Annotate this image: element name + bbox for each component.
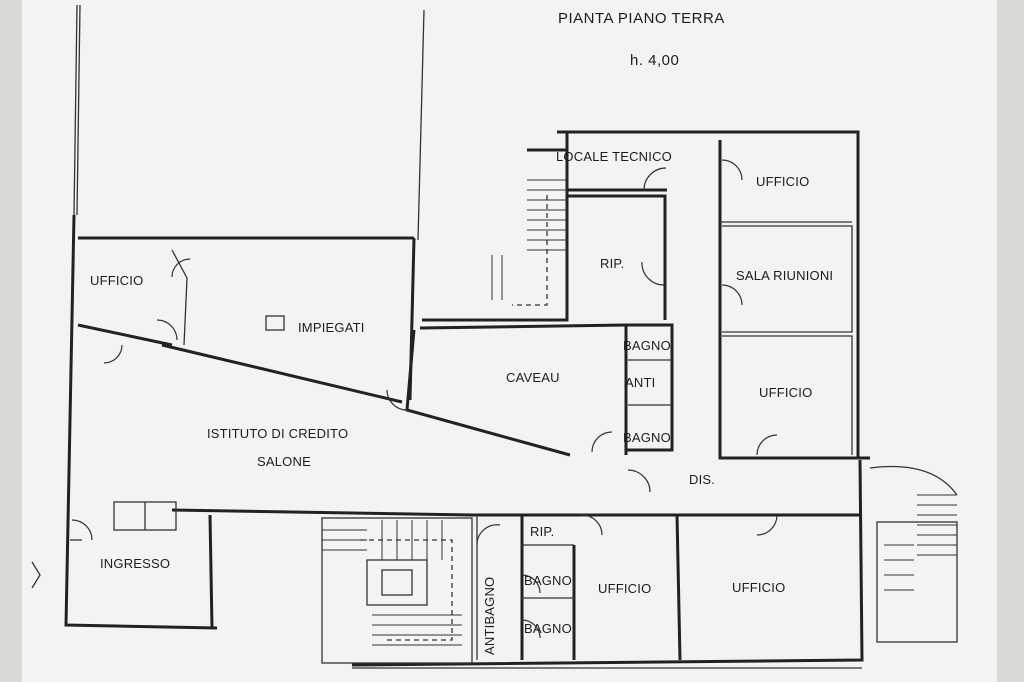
room-ufficio-bottom-1: UFFICIO [598, 581, 652, 596]
room-istituto: ISTITUTO DI CREDITO [207, 426, 349, 441]
door-ufficio-top-right [721, 159, 743, 181]
stair-lower-treads [322, 520, 462, 646]
floor-plan-sheet: PIANTA PIANO TERRA h. 4,00 LOCALE TECNIC… [22, 0, 997, 682]
wall-dis-lower [171, 508, 862, 517]
plan-title: PIANTA PIANO TERRA [558, 10, 725, 27]
wall-caveau-left [405, 329, 571, 457]
floor-plan-drawing [31, 4, 958, 669]
lift-box [366, 559, 428, 606]
room-locale-tecnico: LOCALE TECNICO [556, 149, 672, 164]
room-rip-upper: RIP. [600, 256, 625, 271]
wall-left-outer [64, 214, 218, 630]
room-salone: SALONE [257, 454, 311, 469]
door-bagno-3 [521, 574, 541, 594]
room-ingresso: INGRESSO [100, 556, 171, 571]
room-dis: DIS. [689, 472, 716, 487]
room-bagno-2: BAGNO [623, 430, 671, 445]
wall-ufficio-mid [722, 335, 853, 455]
room-ufficio-top-right: UFFICIO [756, 174, 810, 189]
room-caveau: CAVEAU [506, 370, 560, 385]
wall-ufficio-left [77, 323, 173, 347]
stair-right-curve [869, 465, 958, 496]
wall-caveau-top [419, 323, 627, 330]
wall-ufficio-right [171, 249, 188, 346]
height-label: h. 4,00 [630, 52, 680, 69]
wall-right-top [557, 130, 870, 460]
wall-ufficio-divider [675, 514, 682, 661]
wall-rip-upper [567, 194, 667, 320]
wall-stair-box [422, 148, 569, 322]
door-ingresso-top [103, 344, 123, 364]
door-ufficio-bottom-2 [756, 514, 778, 536]
door-caveau-right [591, 431, 613, 453]
left-boundary-line [73, 4, 78, 216]
door-ufficio-left [171, 258, 191, 278]
mid-boundary-line [417, 9, 425, 241]
wall-right-edge [351, 459, 864, 667]
room-ufficio-bottom-2: UFFICIO [732, 580, 786, 595]
wall-diagonal-impiegati [161, 343, 403, 404]
door-caveau [386, 389, 408, 411]
door-ufficio-bottom-1 [581, 514, 603, 536]
room-antibagno: ANTIBAGNO [482, 576, 497, 655]
room-bagno-4: BAGNO [524, 621, 572, 636]
room-anti: ANTI [625, 375, 656, 390]
door-locale-tecnico [643, 167, 667, 191]
stair-right-treads [884, 494, 957, 591]
wall-corridor-right [718, 140, 858, 460]
stair-right-box [876, 521, 958, 643]
cabinet-impiegati [265, 315, 285, 331]
room-sala-riunioni: SALA RIUNIONI [736, 268, 834, 283]
door-antibagno [476, 524, 501, 546]
room-bagno-1: BAGNO [623, 338, 671, 353]
wall-ingresso-right [208, 514, 214, 629]
left-boundary-line-2 [76, 4, 81, 216]
door-impiegati [156, 319, 178, 341]
door-dis [627, 469, 651, 493]
room-bagno-3: BAGNO [524, 573, 572, 588]
room-impiegati: IMPIEGATI [298, 320, 365, 335]
door-ufficio-mid-right [756, 434, 778, 456]
stair-lower-dash [360, 539, 453, 641]
room-ufficio-left: UFFICIO [90, 273, 144, 288]
door-ingresso [71, 519, 93, 541]
door-bagno-4 [521, 619, 541, 639]
stair-upper-treads [491, 179, 567, 300]
stair-lower-box [321, 517, 473, 664]
room-rip-lower: RIP. [530, 524, 555, 539]
door-rip-upper [641, 261, 666, 286]
stair-upper-dash [512, 195, 548, 306]
wall-bagno-column [626, 323, 674, 452]
room-ufficio-mid-right: UFFICIO [759, 385, 813, 400]
door-sala-riunioni [721, 284, 743, 306]
lift-box-inner [381, 569, 413, 596]
entrance-arrow-icon [31, 561, 41, 589]
wall-sala-riunioni [722, 225, 853, 333]
